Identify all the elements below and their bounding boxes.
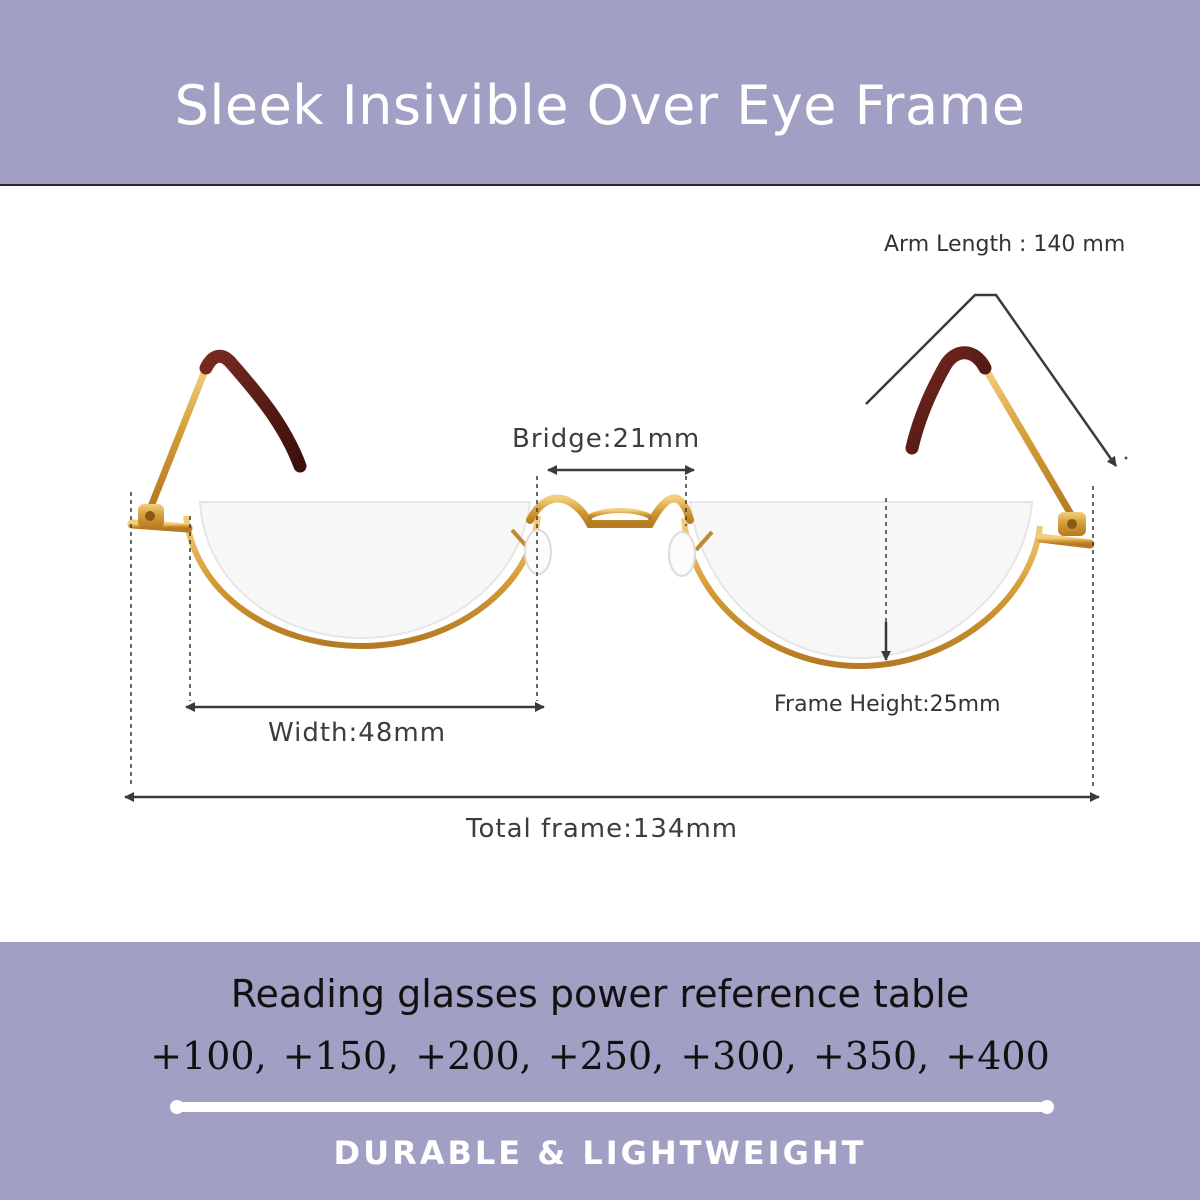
reference-table-title: Reading glasses power reference table [230, 972, 970, 1016]
divider-end-dot [1040, 1100, 1054, 1114]
page-title: Sleek Insivible Over Eye Frame [174, 74, 1026, 137]
total-frame-label: Total frame:134mm [466, 814, 739, 844]
left-hinge [127, 504, 193, 533]
right-lens [688, 501, 1034, 660]
left-rim [183, 515, 541, 650]
nose-pads [510, 528, 714, 577]
arm-length-bracket [865, 293, 1118, 467]
glasses-illustration [124, 293, 1128, 802]
arm-length-label: Arm Length : 140 mm [884, 232, 1126, 257]
frame-height-label: Frame Height:25mm [774, 692, 1001, 717]
glasses-diagram: Arm Length : 140 mm Bridge:21mm Width:48… [0, 186, 1200, 942]
tagline: DURABLE & LIGHTWEIGHT [333, 1134, 867, 1172]
bridge-label: Bridge:21mm [512, 424, 701, 454]
right-temple [905, 346, 1076, 520]
header-banner: Sleek Insivible Over Eye Frame [0, 0, 1200, 186]
bridge [526, 494, 694, 528]
reference-banner: Reading glasses power reference table +1… [0, 942, 1200, 1200]
divider-line [170, 1100, 1054, 1114]
left-lens [198, 501, 532, 640]
right-hinge [1035, 512, 1095, 549]
divider-end-dot [170, 1100, 184, 1114]
right-rim [681, 517, 1043, 670]
power-values: +100, +150, +200, +250, +300, +350, +400 [150, 1034, 1050, 1078]
left-temple [148, 349, 307, 508]
width-label: Width:48mm [268, 718, 447, 748]
